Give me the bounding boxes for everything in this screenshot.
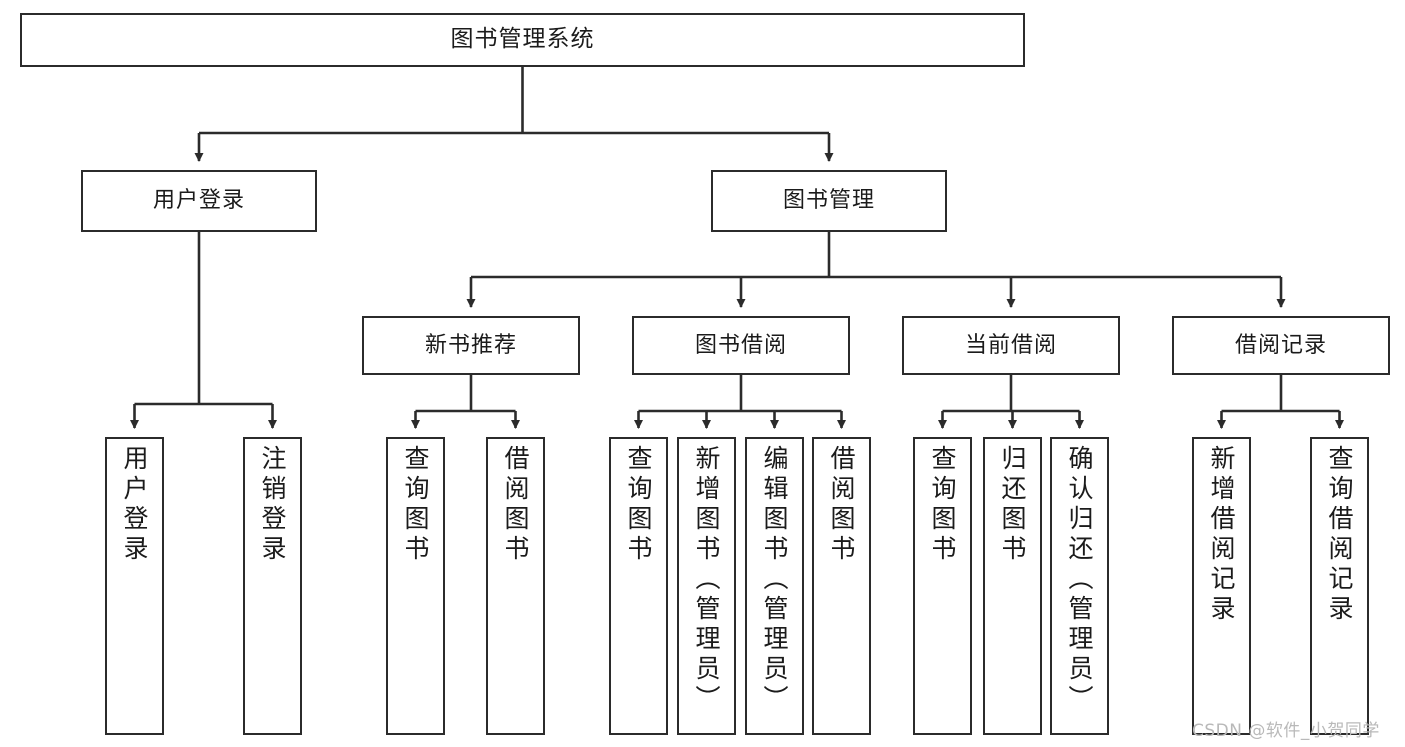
leaf-label: 查询图书 [928,445,957,565]
root-box[interactable]: 图书管理系统 [20,13,1025,67]
submodule-box[interactable]: 图书借阅 [632,316,850,375]
leaf-label: 确认归还（管理员） [1065,445,1094,715]
leaf-box[interactable]: 查询图书 [386,437,445,735]
watermark-text: CSDN @软件_小贺同学 [1192,721,1380,741]
leaf-box[interactable]: 新增借阅记录 [1192,437,1251,735]
leaf-box[interactable]: 用户登录 [105,437,164,735]
submodule-box[interactable]: 新书推荐 [362,316,580,375]
leaf-box[interactable]: 借阅图书 [486,437,545,735]
leaf-label: 新增借阅记录 [1207,445,1236,625]
leaf-box[interactable]: 查询借阅记录 [1310,437,1369,735]
leaf-label: 编辑图书（管理员） [760,445,789,715]
leaf-label: 归还图书 [998,445,1027,565]
leaf-label: 注销登录 [258,445,287,565]
leaf-box[interactable]: 查询图书 [913,437,972,735]
leaf-label: 查询图书 [624,445,653,565]
submodule-label: 借阅记录 [1234,332,1327,358]
leaf-label: 查询图书 [401,445,430,565]
submodule-label: 图书借阅 [694,332,787,358]
leaf-box[interactable]: 编辑图书（管理员） [745,437,804,735]
leaf-label: 查询借阅记录 [1325,445,1354,625]
leaf-box[interactable]: 新增图书（管理员） [677,437,736,735]
leaf-label: 新增图书（管理员） [692,445,721,715]
submodule-box[interactable]: 借阅记录 [1172,316,1390,375]
leaf-box[interactable]: 注销登录 [243,437,302,735]
module-box[interactable]: 用户登录 [81,170,317,232]
leaf-label: 借阅图书 [501,445,530,565]
module-box[interactable]: 图书管理 [711,170,947,232]
module-label: 图书管理 [782,188,875,214]
leaf-box[interactable]: 查询图书 [609,437,668,735]
leaf-label: 借阅图书 [827,445,856,565]
submodule-label: 新书推荐 [424,332,517,358]
module-label: 用户登录 [152,188,245,214]
leaf-box[interactable]: 归还图书 [983,437,1042,735]
root-label: 图书管理系统 [450,26,595,53]
leaf-box[interactable]: 确认归还（管理员） [1050,437,1109,735]
submodule-label: 当前借阅 [964,332,1057,358]
leaf-box[interactable]: 借阅图书 [812,437,871,735]
submodule-box[interactable]: 当前借阅 [902,316,1120,375]
leaf-label: 用户登录 [120,445,149,565]
